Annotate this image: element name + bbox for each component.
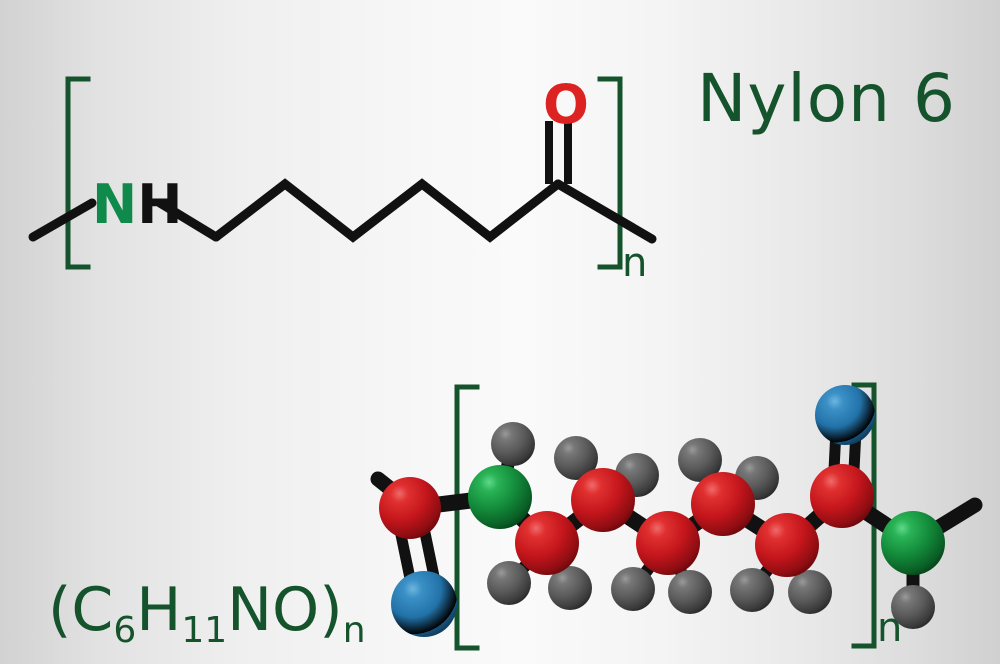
atom-nitrogen [881, 511, 945, 575]
atom-carbon [636, 511, 700, 575]
atom-hydrogen [611, 567, 655, 611]
atom-carbon [379, 477, 441, 539]
skeletal-bond-n-c1 [155, 198, 221, 242]
atom-hydrogen [730, 568, 774, 612]
atom-hydrogen [891, 585, 935, 629]
skeletal-bond-terminal-right [553, 179, 657, 244]
skeletal-bracket-left [65, 76, 91, 270]
atom-carbon [515, 511, 579, 575]
atom-carbon [755, 513, 819, 577]
atom-hydrogen [487, 561, 531, 605]
atom-hydrogen [788, 570, 832, 614]
skeletal-double-bond-co [545, 121, 572, 184]
atom-carbon [691, 472, 755, 536]
skeletal-formula-group [28, 76, 657, 270]
atom-hydrogen [668, 570, 712, 614]
ball-stick-model-group [370, 382, 983, 651]
skeletal-bond-terminal-left [28, 198, 97, 242]
skeletal-bracket-right [597, 76, 623, 270]
atom-hydrogen [678, 438, 722, 482]
atom-hydrogen [491, 422, 535, 466]
atom-hydrogen [548, 566, 592, 610]
atom-carbon [810, 464, 874, 528]
model-atoms [379, 385, 945, 637]
atom-nitrogen [468, 465, 532, 529]
model-bracket-left [454, 384, 480, 651]
atom-carbon [571, 468, 635, 532]
skeletal-chain-zigzag [211, 178, 563, 243]
atom-oxygen [391, 571, 457, 637]
atom-oxygen [815, 385, 875, 445]
atom-hydrogen [554, 436, 598, 480]
